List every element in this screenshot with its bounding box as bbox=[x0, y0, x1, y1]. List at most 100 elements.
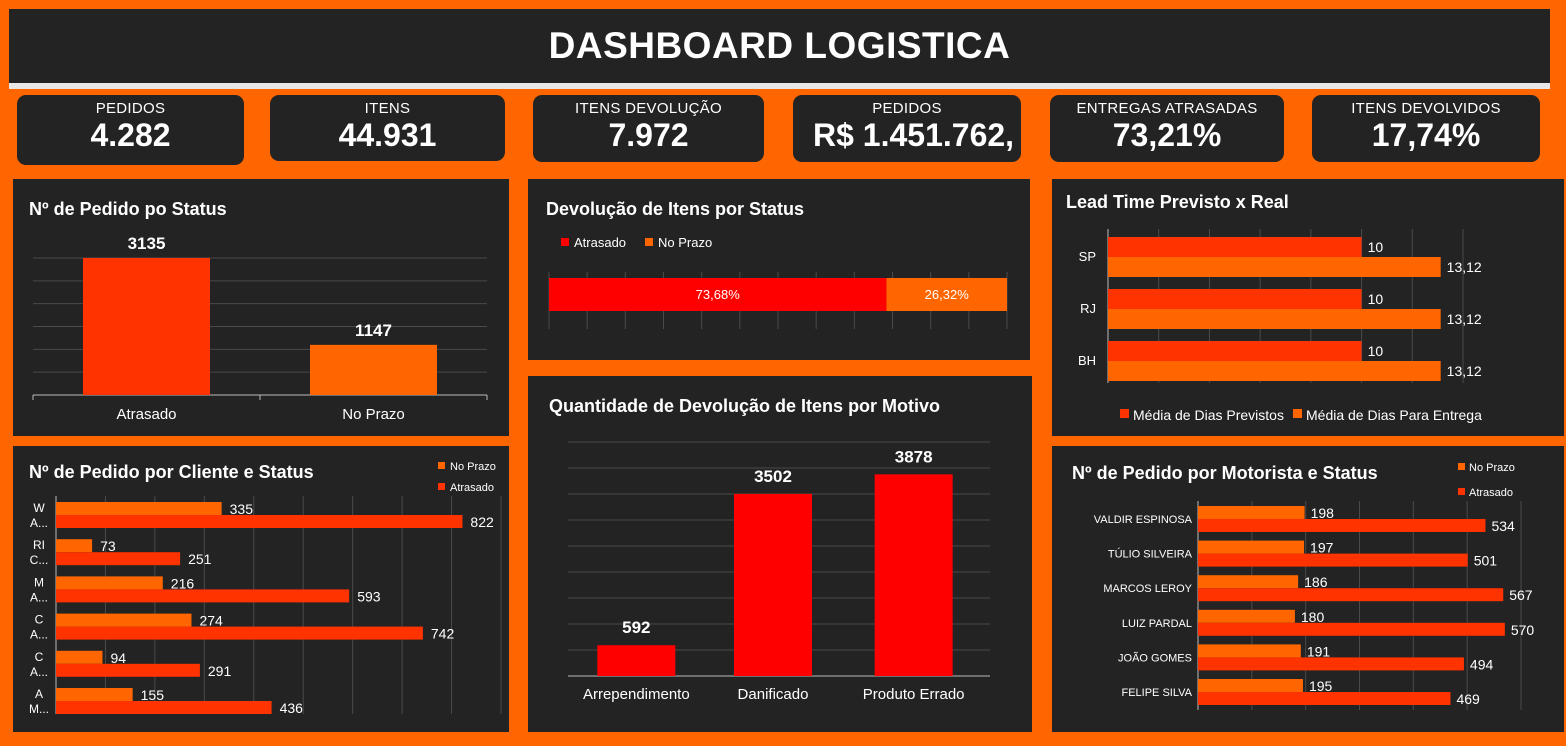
kpi-value: 17,74% bbox=[1371, 117, 1481, 153]
data-label: 3878 bbox=[895, 447, 933, 466]
legend-swatch bbox=[1458, 463, 1465, 470]
header-banner: DASHBOARD LOGISTICA bbox=[9, 9, 1550, 83]
header-divider bbox=[9, 83, 1550, 89]
y-tick-label: SP bbox=[1079, 249, 1096, 264]
kpi-value: 44.931 bbox=[338, 117, 437, 153]
legend-swatch bbox=[438, 483, 445, 490]
legend-swatch bbox=[1458, 488, 1465, 495]
data-label: 469 bbox=[1456, 691, 1480, 707]
legend-label: No Prazo bbox=[1469, 462, 1515, 474]
legend-swatch bbox=[645, 238, 653, 246]
kpi-card-entregas-atrasadas: ENTREGAS ATRASADAS 73,21% bbox=[1050, 95, 1284, 162]
y-tick-label: W bbox=[33, 501, 45, 515]
chart-title: Nº de Pedido po Status bbox=[29, 199, 227, 219]
data-label: 822 bbox=[470, 514, 494, 530]
x-tick-label: Danificado bbox=[738, 686, 809, 703]
data-label: 13,12 bbox=[1447, 363, 1482, 379]
data-label: 436 bbox=[280, 700, 304, 716]
bar bbox=[56, 688, 133, 701]
chart-title: Nº de Pedido por Cliente e Status bbox=[29, 462, 314, 482]
chart-title: Lead Time Previsto x Real bbox=[1066, 192, 1289, 212]
data-label: 10 bbox=[1368, 291, 1384, 307]
bar bbox=[56, 613, 192, 627]
kpi-card-pedidos: PEDIDOS 4.282 bbox=[17, 95, 244, 165]
kpi-card-itens-devolvidos: ITENS DEVOLVIDOS 17,74% bbox=[1312, 95, 1540, 162]
legend-label: Atrasado bbox=[574, 235, 626, 250]
bar bbox=[56, 576, 163, 590]
y-tick-label: TÚLIO SILVEIRA bbox=[1108, 548, 1193, 561]
kpi-card-itens: ITENS 44.931 bbox=[270, 95, 505, 161]
y-tick-label: A bbox=[35, 687, 43, 701]
bar bbox=[1108, 341, 1362, 361]
y-tick-label: BH bbox=[1078, 353, 1096, 368]
legend-swatch bbox=[1293, 409, 1302, 418]
bar bbox=[1198, 553, 1468, 567]
data-label: 3502 bbox=[754, 467, 792, 486]
bar bbox=[56, 589, 350, 603]
bar bbox=[1198, 657, 1464, 671]
kpi-label: ITENS DEVOLVIDOS bbox=[1351, 100, 1501, 117]
data-label: 291 bbox=[208, 663, 232, 679]
legend-swatch bbox=[561, 238, 569, 246]
kpi-label: PEDIDOS bbox=[872, 100, 942, 117]
y-tick-label: A... bbox=[30, 665, 48, 679]
chart-title: Devolução de Itens por Status bbox=[546, 199, 805, 219]
legend-label: Média de Dias Previstos bbox=[1133, 407, 1284, 423]
x-tick-label: Produto Errado bbox=[863, 686, 965, 703]
y-tick-label: M bbox=[34, 575, 44, 589]
bar bbox=[874, 474, 953, 676]
kpi-label: ITENS bbox=[364, 100, 411, 117]
kpi-card-pedidos-valor: PEDIDOS R$ 1.451.762, bbox=[793, 95, 1021, 162]
kpi-label: ITENS DEVOLUÇÃO bbox=[574, 100, 723, 117]
y-tick-label: LUIZ PARDAL bbox=[1122, 618, 1192, 630]
bar bbox=[310, 344, 437, 395]
bar bbox=[56, 626, 423, 640]
data-label: 94 bbox=[110, 650, 126, 666]
stacked-bar bbox=[886, 278, 1007, 311]
bar bbox=[56, 515, 463, 528]
bar bbox=[56, 663, 200, 677]
legend-label: Atrasado bbox=[1469, 487, 1513, 499]
bar bbox=[1198, 506, 1305, 519]
x-tick-label: Arrependimento bbox=[583, 686, 690, 703]
dashboard-title: DASHBOARD LOGISTICA bbox=[548, 25, 1011, 66]
data-label: 197 bbox=[1310, 540, 1334, 556]
kpi-card-itens-devolucao: ITENS DEVOLUÇÃO 7.972 bbox=[533, 95, 764, 162]
data-label: 494 bbox=[1470, 656, 1494, 672]
bar bbox=[56, 552, 181, 566]
data-label: 570 bbox=[1511, 622, 1535, 638]
data-label: 251 bbox=[188, 551, 212, 567]
y-tick-label: JOÃO GOMES bbox=[1118, 651, 1192, 664]
bar bbox=[1108, 289, 1362, 309]
y-tick-label: A... bbox=[30, 516, 48, 530]
kpi-value: 73,21% bbox=[1112, 117, 1222, 153]
data-label: 335 bbox=[230, 501, 254, 517]
data-label: 274 bbox=[199, 613, 223, 629]
legend-swatch bbox=[438, 462, 445, 469]
legend-label: Atrasado bbox=[450, 482, 494, 494]
data-label: 501 bbox=[1474, 553, 1498, 569]
bar bbox=[1198, 575, 1299, 589]
data-label: 195 bbox=[1309, 678, 1333, 694]
y-tick-label: RI bbox=[33, 538, 45, 552]
cliente-bar-chart: No PrazoAtrasadoWA...335822RIC...73251MA… bbox=[29, 461, 502, 716]
kpi-value: R$ 1.451.762, bbox=[813, 117, 1015, 153]
data-label: 1147 bbox=[355, 321, 392, 340]
y-tick-label: RJ bbox=[1080, 301, 1096, 316]
data-label: 26,32% bbox=[925, 287, 970, 302]
y-tick-label: MARCOS LEROY bbox=[1103, 583, 1192, 595]
bar bbox=[1198, 692, 1451, 705]
data-label: 13,12 bbox=[1447, 259, 1482, 275]
bar bbox=[1198, 540, 1305, 554]
chart-title: Nº de Pedido por Motorista e Status bbox=[1072, 463, 1378, 483]
data-label: 567 bbox=[1509, 587, 1533, 603]
data-label: 593 bbox=[357, 588, 381, 604]
bar bbox=[1198, 609, 1295, 623]
kpi-label: ENTREGAS ATRASADAS bbox=[1076, 100, 1258, 117]
bar bbox=[83, 257, 210, 395]
